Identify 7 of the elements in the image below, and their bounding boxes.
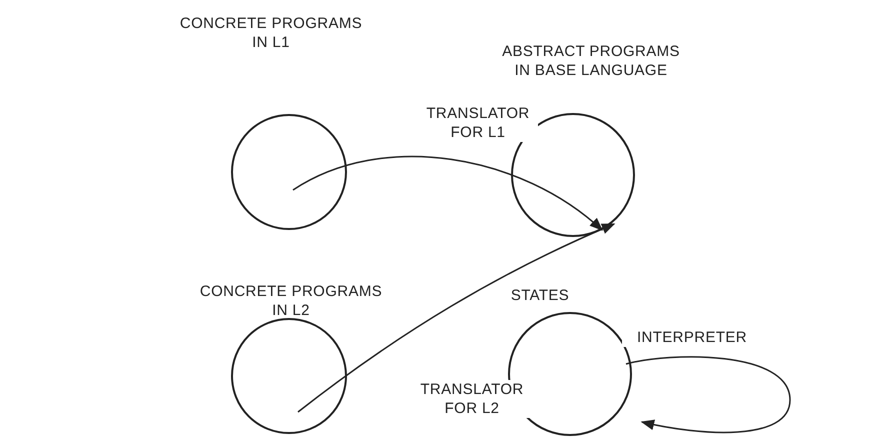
circle-heading: ABSTRACT PROGRAMS IN BASE LANGUAGE (501, 42, 681, 80)
arrow (626, 356, 791, 434)
circle-heading: CONCRETE PROGRAMS IN L1 (178, 14, 364, 52)
circle-heading: STATES (510, 286, 570, 305)
circle-heading: CONCRETE PROGRAMS IN L2 (198, 282, 384, 320)
arrow (298, 223, 616, 413)
arrow (292, 156, 604, 231)
